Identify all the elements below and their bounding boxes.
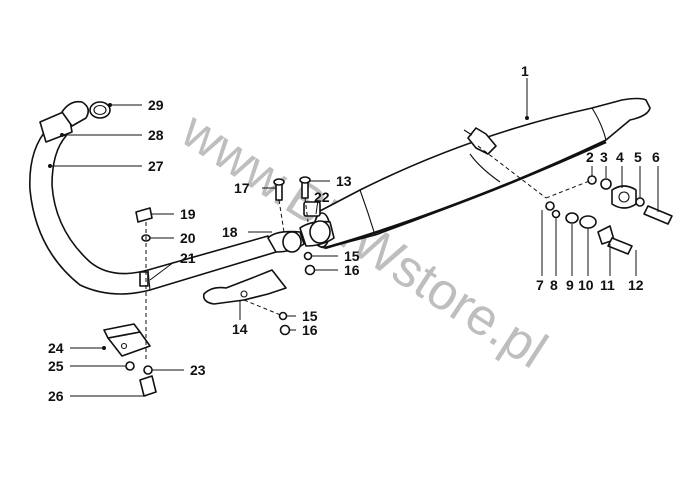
callout-8: 8 [550, 277, 558, 293]
callout-17: 17 [234, 180, 250, 196]
callout-13: 13 [336, 173, 352, 189]
exhaust-pipe [29, 100, 277, 295]
callout-11: 11 [600, 277, 615, 293]
callout-27: 27 [148, 158, 164, 174]
callout-6: 6 [652, 149, 660, 165]
callout-16-upper: 16 [344, 262, 360, 278]
callout-20: 20 [180, 230, 196, 246]
callout-22: 22 [314, 189, 330, 205]
callout-16-lower: 16 [302, 322, 318, 338]
callout-28: 28 [148, 127, 164, 143]
callout-labels: 1 2 3 4 5 6 7 8 9 10 11 12 13 14 15 15 1… [48, 63, 660, 404]
callout-7: 7 [536, 277, 544, 293]
callout-25: 25 [48, 358, 64, 374]
callout-10: 10 [578, 277, 594, 293]
leader-lines [48, 78, 659, 397]
mount-bracket [103, 323, 151, 357]
callout-4: 4 [616, 149, 624, 165]
callout-29: 29 [148, 97, 164, 113]
callout-23: 23 [190, 362, 206, 378]
callout-21: 21 [180, 250, 196, 266]
callout-2: 2 [586, 149, 594, 165]
bracket [202, 269, 287, 305]
callout-26: 26 [48, 388, 64, 404]
callout-5: 5 [634, 149, 642, 165]
callout-14: 14 [232, 321, 248, 337]
muffler [311, 97, 651, 250]
callout-12: 12 [628, 277, 644, 293]
callout-1: 1 [521, 63, 529, 79]
callout-19: 19 [180, 206, 196, 222]
callout-9: 9 [566, 277, 574, 293]
callout-24: 24 [48, 340, 64, 356]
callout-15-lower: 15 [302, 308, 318, 324]
callout-3: 3 [600, 149, 608, 165]
callout-18: 18 [222, 224, 238, 240]
callout-15-upper: 15 [344, 248, 360, 264]
assembly-lines [145, 145, 593, 360]
